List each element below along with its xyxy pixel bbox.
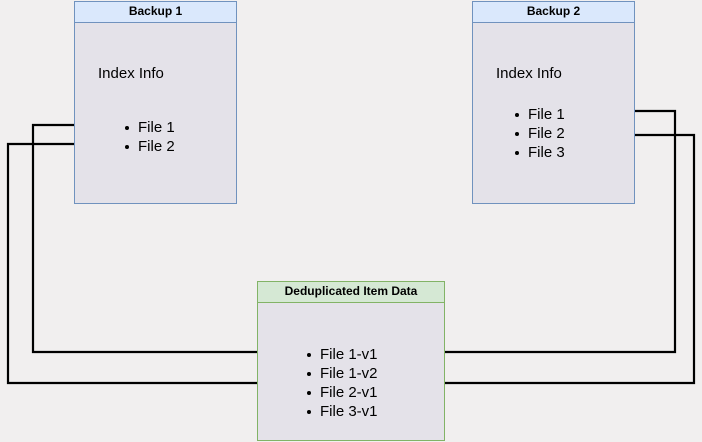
list-item[interactable]: File 2 xyxy=(513,124,565,143)
node-backup-1-label: Index Info xyxy=(98,65,164,82)
node-deduplicated-item-data-file-list: File 1-v1 File 1-v2 File 2-v1 File 3-v1 xyxy=(305,345,378,421)
list-item[interactable]: File 1-v1 xyxy=(305,345,378,364)
node-backup-1-body: Index Info File 1 File 2 xyxy=(75,23,236,203)
node-backup-2-label: Index Info xyxy=(496,65,562,82)
node-backup-2[interactable]: Backup 2 Index Info File 1 File 2 File 3 xyxy=(472,1,635,204)
list-item[interactable]: File 1-v2 xyxy=(305,364,378,383)
node-backup-2-file-list: File 1 File 2 File 3 xyxy=(513,105,565,162)
node-backup-1-title: Backup 1 xyxy=(75,2,236,23)
node-backup-1[interactable]: Backup 1 Index Info File 1 File 2 xyxy=(74,1,237,204)
list-item[interactable]: File 1 xyxy=(123,118,175,137)
node-deduplicated-item-data-body: File 1-v1 File 1-v2 File 2-v1 File 3-v1 xyxy=(258,303,444,440)
list-item[interactable]: File 3-v1 xyxy=(305,402,378,421)
list-item[interactable]: File 1 xyxy=(513,105,565,124)
node-backup-2-body: Index Info File 1 File 2 File 3 xyxy=(473,23,634,203)
list-item[interactable]: File 2 xyxy=(123,137,175,156)
list-item[interactable]: File 3 xyxy=(513,143,565,162)
node-backup-2-title: Backup 2 xyxy=(473,2,634,23)
node-backup-1-file-list: File 1 File 2 xyxy=(123,118,175,156)
node-deduplicated-item-data[interactable]: Deduplicated Item Data File 1-v1 File 1-… xyxy=(257,281,445,441)
node-deduplicated-item-data-title: Deduplicated Item Data xyxy=(258,282,444,303)
list-item[interactable]: File 2-v1 xyxy=(305,383,378,402)
